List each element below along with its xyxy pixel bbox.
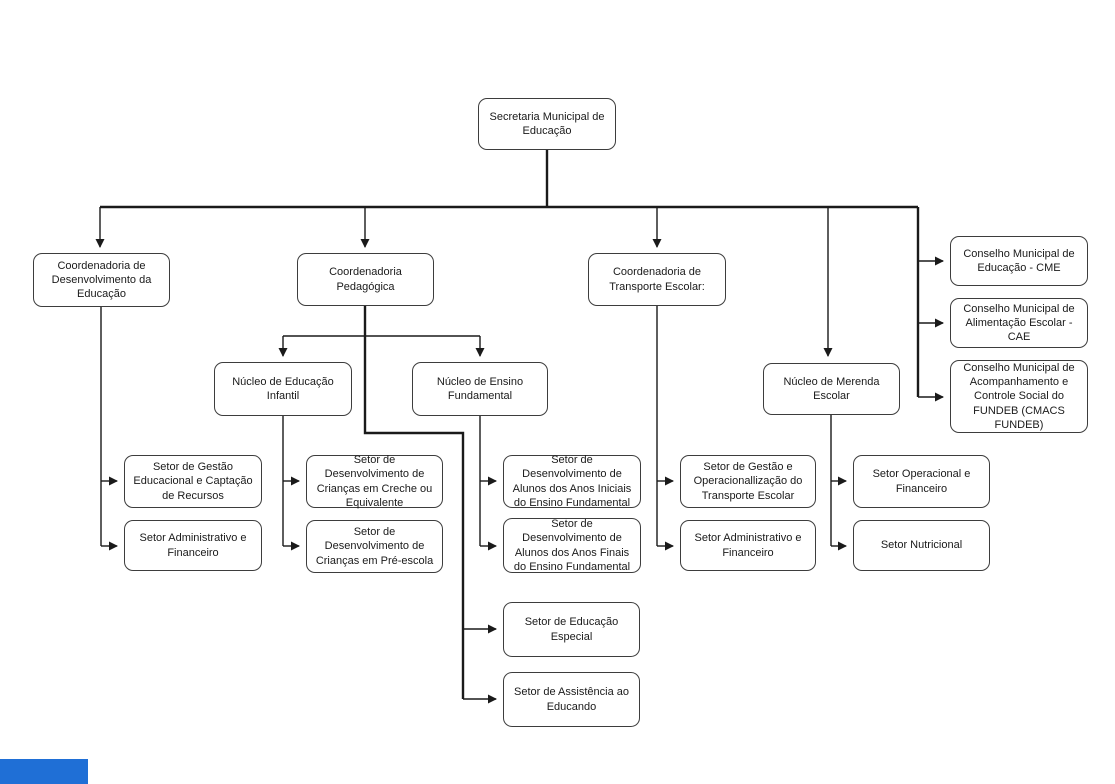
node-label: Coordenadoria de Transporte Escolar:: [609, 266, 705, 293]
node-coordenadoria-desenvolvimento: Coordenadoria de Desenvolvimento da Educ…: [33, 253, 170, 307]
node-setor-gestao-transporte: Setor de Gestão e Operacionallização do …: [680, 455, 816, 508]
node-label: Setor de Assistência ao Educando: [514, 686, 629, 713]
node-label: Setor Nutricional: [880, 539, 963, 552]
node-label: Núcleo de Merenda Escolar: [783, 375, 880, 402]
node-conselho-fundeb: Conselho Municipal de Acompanhamento e C…: [950, 360, 1088, 433]
node-label: Setor Administrativo e Financeiro: [694, 532, 802, 559]
node-setor-assistencia-educando: Setor de Assistência ao Educando: [503, 672, 640, 727]
node-setor-nutricional: Setor Nutricional: [853, 520, 990, 571]
node-label: Coordenadoria de Desenvolvimento da Educ…: [51, 259, 152, 301]
node-setor-gestao-educacional: Setor de Gestão Educacional e Captação d…: [124, 455, 262, 508]
node-nucleo-merenda-escolar: Núcleo de Merenda Escolar: [763, 363, 900, 415]
node-label: Setor de Gestão Educacional e Captação d…: [133, 461, 253, 502]
node-label: Setor de Educação Especial: [524, 616, 619, 643]
node-setor-pre-escola: Setor de Desenvolvimento de Crianças em …: [306, 520, 443, 573]
node-conselho-cae: Conselho Municipal de Alimentação Escola…: [950, 298, 1088, 348]
node-label: Setor Administrativo e Financeiro: [139, 532, 247, 559]
node-label: Setor de Desenvolvimento de Alunos dos A…: [513, 517, 631, 573]
node-setor-operacional-financeiro: Setor Operacional e Financeiro: [853, 455, 990, 508]
node-label: Núcleo de Ensino Fundamental: [436, 375, 524, 402]
node-setor-anos-iniciais: Setor de Desenvolvimento de Alunos dos A…: [503, 453, 641, 509]
node-setor-anos-finais: Setor de Desenvolvimento de Alunos dos A…: [503, 518, 641, 573]
node-conselho-cme: Conselho Municipal de Educação - CME: [950, 236, 1088, 286]
node-label: Setor de Gestão e Operacionallização do …: [693, 461, 803, 502]
node-label: Setor de Desenvolvimento de Crianças em …: [316, 453, 433, 509]
node-label: Núcleo de Educação Infantil: [232, 375, 334, 402]
node-setor-creche: Setor de Desenvolvimento de Crianças em …: [306, 453, 443, 509]
blue-corner-strip: [0, 759, 88, 784]
node-secretaria-municipal: Secretaria Municipal de Educação: [478, 98, 616, 150]
node-coordenadoria-transporte: Coordenadoria de Transporte Escolar:: [588, 253, 726, 306]
node-setor-administrativo-financeiro-2: Setor Administrativo e Financeiro: [680, 520, 816, 571]
node-label: Setor Operacional e Financeiro: [872, 468, 971, 495]
node-label: Secretaria Municipal de Educação: [489, 110, 605, 137]
node-nucleo-educacao-infantil: Núcleo de Educação Infantil: [214, 362, 352, 416]
node-label: Conselho Municipal de Acompanhamento e C…: [963, 361, 1075, 431]
node-nucleo-ensino-fundamental: Núcleo de Ensino Fundamental: [412, 362, 548, 416]
node-setor-educacao-especial: Setor de Educação Especial: [503, 602, 640, 657]
node-label: Setor de Desenvolvimento de Crianças em …: [315, 526, 434, 567]
node-label: Coordenadoria Pedagógica: [329, 266, 402, 293]
node-label: Conselho Municipal de Alimentação Escola…: [963, 302, 1075, 344]
node-label: Setor de Desenvolvimento de Alunos dos A…: [512, 453, 632, 509]
node-coordenadoria-pedagogica: Coordenadoria Pedagógica: [297, 253, 434, 306]
node-label: Conselho Municipal de Educação - CME: [963, 247, 1075, 274]
node-setor-administrativo-financeiro-1: Setor Administrativo e Financeiro: [124, 520, 262, 571]
